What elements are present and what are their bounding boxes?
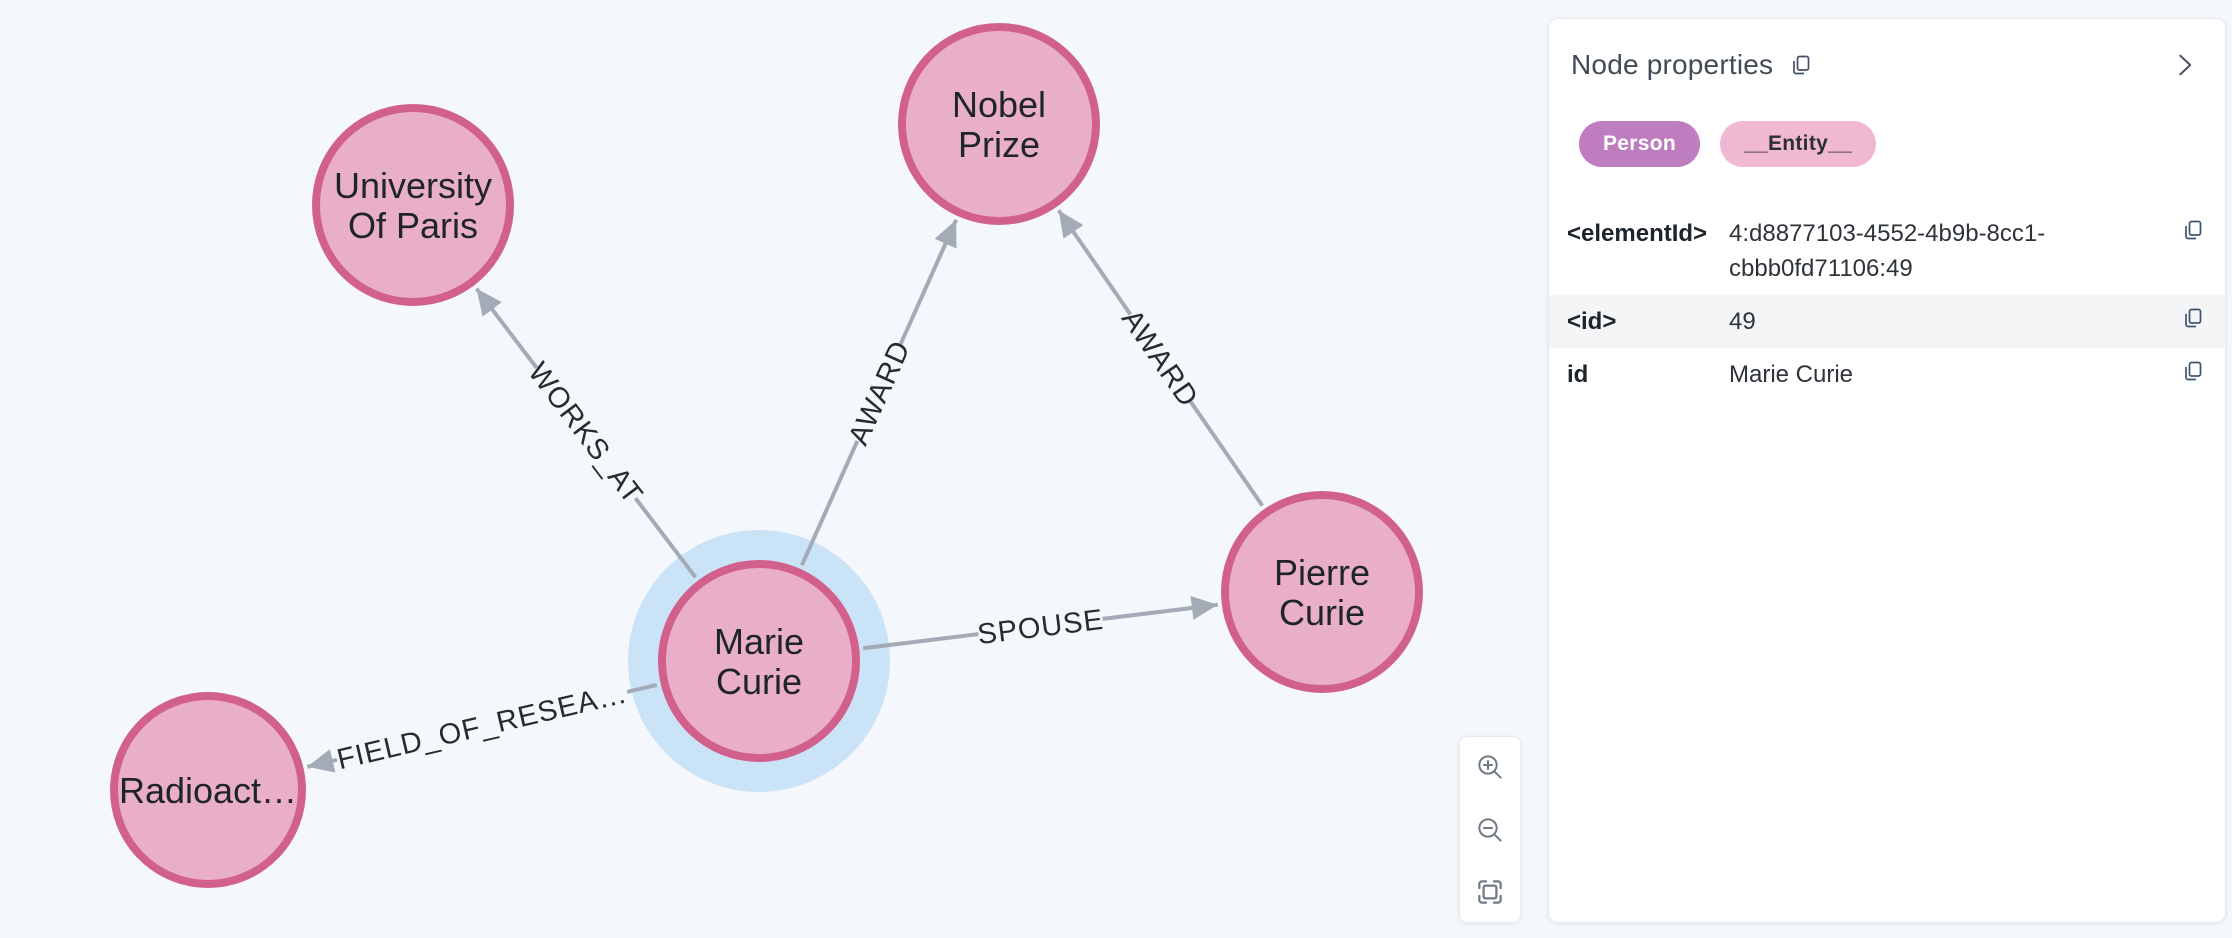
edge-label[interactable]: AWARD [840, 335, 918, 451]
property-key: id [1567, 361, 1589, 388]
node-label-text: Radioact… [119, 770, 297, 811]
zoom-in-icon [1478, 755, 1502, 779]
node-labels: Person __Entity__ [1549, 81, 2225, 167]
graph-node-nobel-prize[interactable] [898, 23, 1100, 225]
property-row: <id> 49 [1549, 295, 2225, 348]
copy-all-properties-button[interactable] [1789, 53, 1813, 77]
edge-label[interactable]: AWARD [1114, 302, 1207, 414]
copy-icon [1793, 55, 1810, 75]
copy-icon [2185, 361, 2202, 381]
edge-arrowhead [307, 749, 336, 773]
edge-arrowhead [476, 288, 502, 317]
edge-label[interactable]: SPOUSE [975, 601, 1106, 652]
property-row: <elementId> 4:d8877103-4552-4b9b-8cc1-cbb… [1549, 207, 2225, 295]
edge-arrowhead [1058, 210, 1084, 239]
panel-title: Node properties [1571, 49, 1774, 80]
property-key: <elementId> [1567, 220, 1708, 247]
graph-node-marie-curie[interactable] [658, 560, 860, 762]
property-value: 49 [1729, 308, 1756, 335]
edge-label[interactable]: FIELD_OF_RESEA… [332, 674, 632, 778]
node-properties-panel: Node properties Person __Entity__ <elemen… [1548, 18, 2226, 923]
graph-node-university-of-paris[interactable] [312, 104, 514, 306]
properties-table: <elementId> 4:d8877103-4552-4b9b-8cc1-cbb… [1549, 207, 2225, 401]
node-label-badge[interactable]: Person [1579, 121, 1700, 167]
edge-arrowhead [934, 219, 957, 249]
node-label-badge[interactable]: __Entity__ [1720, 121, 1877, 167]
edge-label[interactable]: WORKS_AT [521, 355, 652, 511]
zoom-in-button[interactable] [1474, 751, 1506, 783]
copy-icon [2185, 308, 2202, 328]
chevron-right-icon [2179, 54, 2192, 76]
zoom-out-button[interactable] [1474, 814, 1506, 846]
zoom-controls [1459, 736, 1521, 923]
svg-text:WORKS_AT: WORKS_AT [522, 357, 649, 511]
copy-icon [2185, 220, 2202, 240]
fit-to-screen-button[interactable] [1474, 876, 1506, 908]
zoom-out-icon [1478, 817, 1502, 842]
copy-property-button[interactable] [2181, 304, 2205, 330]
panel-header: Node properties [1549, 19, 2225, 81]
collapse-panel-button[interactable] [2169, 50, 2199, 80]
fit-to-screen-icon [1478, 880, 1502, 904]
svg-text:AWARD: AWARD [1115, 304, 1204, 413]
property-key: <id> [1567, 308, 1617, 335]
graph-node-radioactivity[interactable] [110, 692, 306, 888]
property-value: Marie Curie [1729, 361, 1854, 388]
graph-node-pierre-curie[interactable] [1221, 491, 1423, 693]
copy-property-button[interactable] [2181, 216, 2205, 242]
svg-text:FIELD_OF_RESEA…: FIELD_OF_RESEA… [334, 677, 631, 776]
property-row: id Marie Curie [1549, 348, 2225, 401]
property-value: 4:d8877103-4552-4b9b-8cc1-cbbb0fd71106:4… [1729, 220, 2046, 282]
copy-property-button[interactable] [2181, 357, 2205, 383]
edge-arrowhead [1190, 596, 1218, 620]
